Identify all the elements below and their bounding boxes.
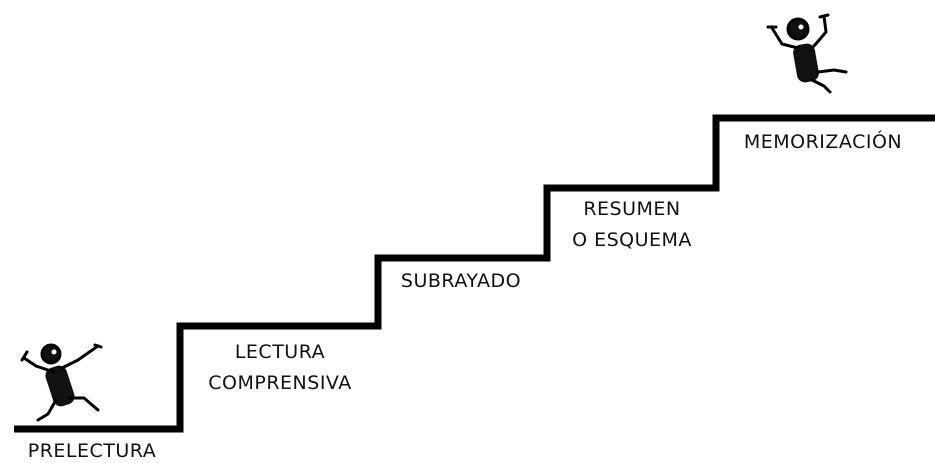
staircase-line — [14, 114, 935, 433]
step-label-comprensiva: COMPRENSIVA — [208, 372, 351, 394]
climbing-stick-figure-icon — [20, 343, 103, 422]
step-label-resumen: RESUMEN — [583, 198, 680, 220]
step-label-subrayado: SUBRAYADO — [401, 270, 521, 292]
step-label-lectura: LECTURA — [235, 341, 325, 363]
step-label-prelectura: PRELECTURA — [28, 440, 156, 462]
step-label-o-esquema: O ESQUEMA — [572, 229, 692, 251]
step-label-memorizacion: MEMORIZACIÓN — [744, 129, 902, 153]
celebrating-stick-figure-icon — [766, 13, 848, 94]
